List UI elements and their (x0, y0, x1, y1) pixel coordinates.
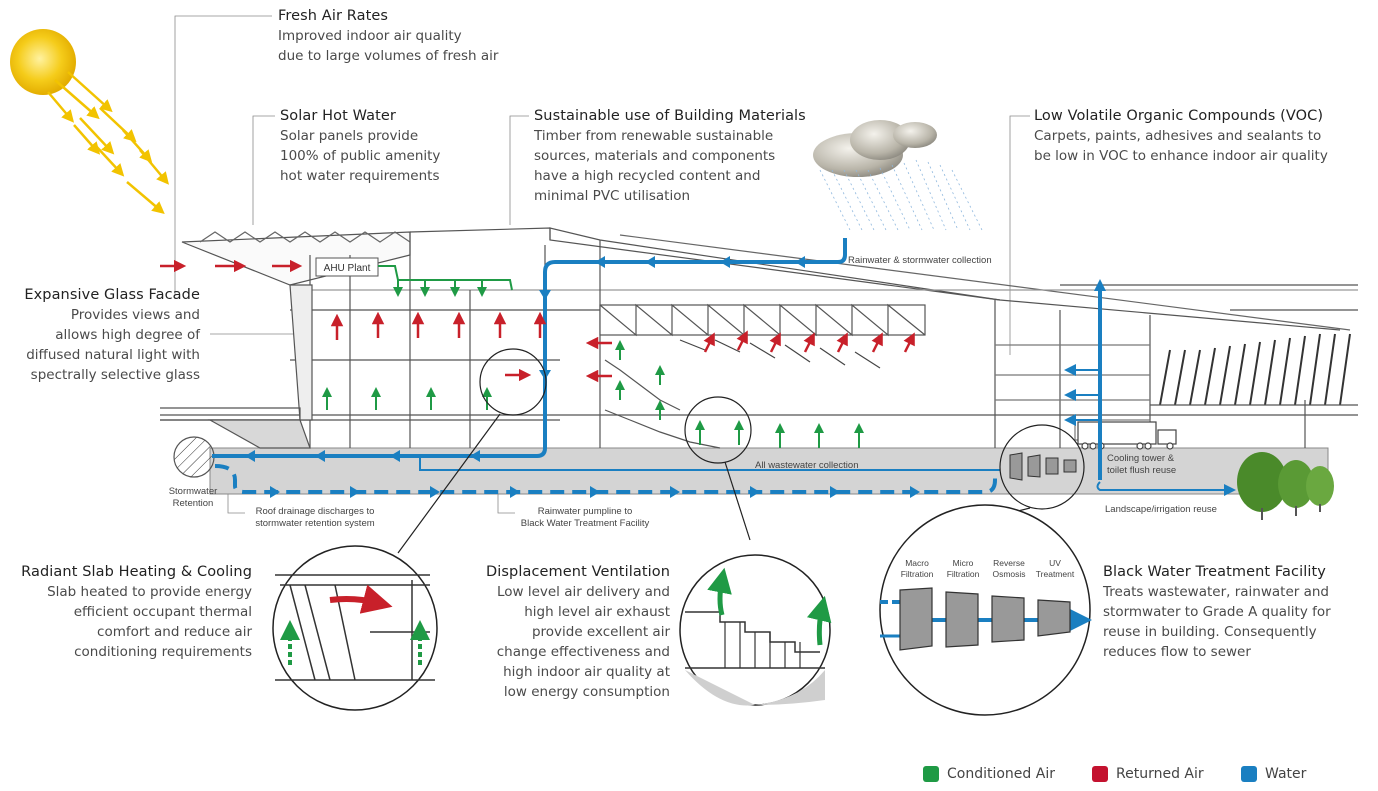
detail-markers (397, 348, 1085, 554)
rainwater-collection-label: Rainwater & stormwater collection (848, 255, 992, 266)
stormwater-retention-tank (173, 436, 215, 478)
rainwater-pumpline (214, 464, 997, 494)
cooling-tower-label: Cooling tower & toilet flush reuse (1107, 453, 1177, 476)
callout-leader-lines (174, 15, 1030, 514)
water-swatch (1241, 766, 1257, 782)
returned-air-swatch (1092, 766, 1108, 782)
trees-icon (1237, 452, 1334, 520)
treatment-stage-boxes (899, 587, 1071, 651)
ahu-plant-label: AHU Plant (324, 263, 371, 274)
water-pipes (212, 238, 1102, 480)
legend-water: Water (1241, 766, 1306, 782)
conditioned-air-swatch (923, 766, 939, 782)
callout-black-water-treatment: Black Water Treatment Facility Treats wa… (1103, 564, 1331, 660)
detail-radiant-slab (272, 545, 438, 711)
rain-cloud-icon (813, 120, 983, 231)
treatment-mini-boxes (1009, 452, 1077, 481)
roof-drainage-label: Roof drainage discharges to stormwater r… (255, 506, 375, 529)
callout-building-materials: Sustainable use of Building Materials Ti… (534, 108, 806, 204)
detail-displacement-ventilation (679, 554, 832, 706)
detail-black-water-treatment (879, 504, 1092, 716)
rainwater-pumpline-label: Rainwater pumpline to Black Water Treatm… (520, 506, 650, 529)
wastewater-lines (419, 279, 1236, 496)
callout-low-voc: Low Volatile Organic Compounds (VOC) Car… (1034, 108, 1328, 164)
wastewater-collection-label: All wastewater collection (755, 460, 859, 471)
landscape-reuse-label: Landscape/irrigation reuse (1105, 504, 1217, 515)
legend-returned-air: Returned Air (1092, 766, 1204, 782)
sun-icon (10, 29, 170, 215)
callout-fresh-air-rates: Fresh Air Rates Improved indoor air qual… (278, 8, 499, 64)
callout-displacement-ventilation: Displacement Ventilation Low level air d… (486, 564, 670, 700)
callout-glass-facade: Expansive Glass Facade Provides views an… (24, 287, 200, 383)
stormwater-retention-label: Stormwater Retention (168, 486, 218, 509)
legend-conditioned-air: Conditioned Air (923, 766, 1055, 782)
callout-radiant-slab: Radiant Slab Heating & Cooling Slab heat… (21, 564, 252, 660)
callout-solar-hot-water: Solar Hot Water Solar panels provide 100… (280, 108, 441, 184)
water-flow-arrows (245, 256, 920, 498)
building-structure (160, 227, 1358, 450)
conditioned-air-arrows (322, 265, 864, 448)
returned-air-arrows (160, 259, 915, 383)
